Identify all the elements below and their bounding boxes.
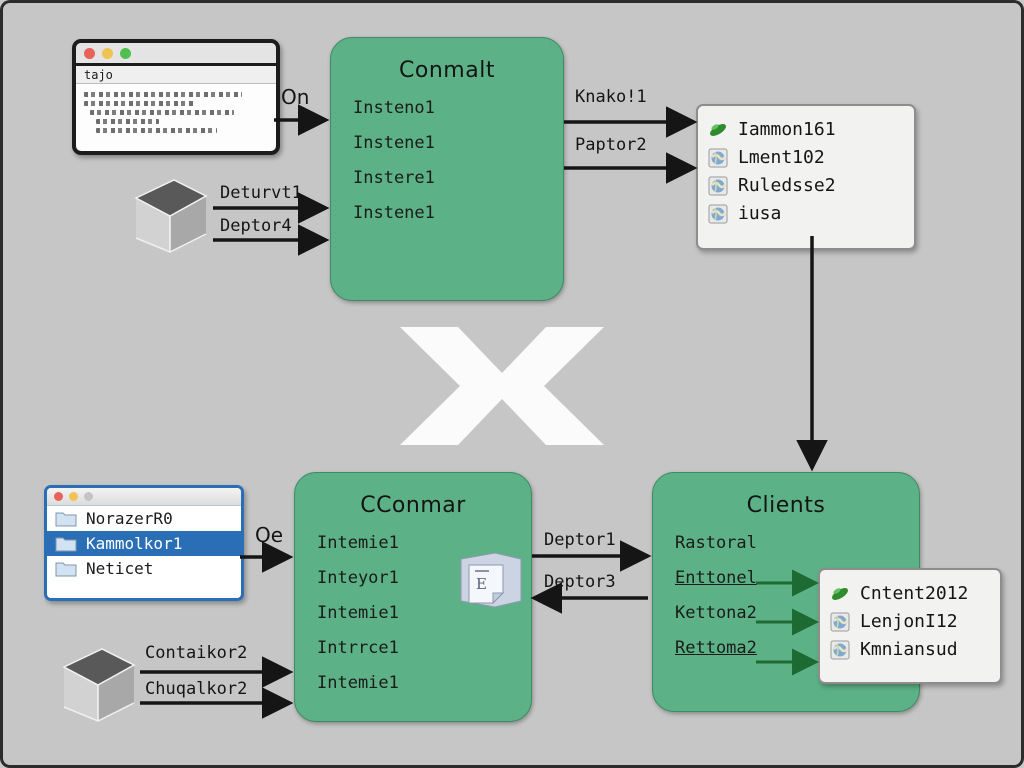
- terminal-tab-title: tajo: [76, 66, 276, 84]
- maximize-button[interactable]: [84, 492, 93, 501]
- globe-icon: [708, 204, 728, 223]
- list-item-label: Iammon161: [738, 119, 836, 140]
- clients-title: Clients: [746, 493, 826, 518]
- terminal-text-line: [84, 101, 195, 106]
- list-item[interactable]: iusa: [708, 203, 904, 224]
- list-item-label: iusa: [738, 203, 782, 224]
- close-button[interactable]: [54, 492, 63, 501]
- folder-icon: [55, 512, 77, 527]
- cube-icon-bottom: [62, 648, 136, 722]
- list-item[interactable]: LenjonI12: [830, 611, 990, 632]
- list-item[interactable]: Iammon161: [708, 119, 904, 140]
- cconmar-item[interactable]: Intemie1: [317, 603, 399, 623]
- pickle-icon: [710, 123, 726, 136]
- folder-icon: [55, 537, 77, 552]
- list-panel-top-right[interactable]: Iammon161 Lment102 Ruledsse2: [696, 104, 916, 250]
- x-watermark-icon: [400, 327, 604, 445]
- pickle-icon: [832, 587, 848, 600]
- file-list-item-selected[interactable]: Kammolkor1: [47, 531, 241, 556]
- connector-label-knako1: Knako!1: [575, 87, 647, 107]
- connector-label-oe: Oe: [255, 523, 284, 547]
- document-icon: E: [460, 552, 522, 608]
- cconmar-title: CConmar: [360, 493, 466, 518]
- cconmar-item[interactable]: Inteyor1: [317, 568, 399, 588]
- list-item[interactable]: Cntent2012: [830, 583, 990, 604]
- terminal-text-line: [96, 119, 159, 124]
- terminal-text-line: [96, 128, 218, 133]
- connector-label-paptor2: Paptor2: [575, 135, 647, 155]
- list-panel-bottom-right[interactable]: Cntent2012 LenjonI12 Kmniansud: [818, 568, 1002, 684]
- list-item-label: Ruledsse2: [738, 175, 836, 196]
- conmalt-title: Conmalt: [399, 58, 495, 83]
- conmalt-item[interactable]: Instene1: [353, 203, 435, 223]
- list-item-label: Cntent2012: [860, 583, 969, 604]
- close-button[interactable]: [84, 47, 95, 59]
- list-item-label: Kmniansud: [860, 639, 958, 660]
- minimize-button[interactable]: [69, 492, 78, 501]
- clients-item[interactable]: Rettoma2: [675, 638, 757, 658]
- minimize-button[interactable]: [102, 47, 113, 59]
- clients-item[interactable]: Kettona2: [675, 603, 757, 623]
- connector-label-contaikor2: Contaikor2: [145, 643, 248, 663]
- cube-icon-top: [134, 179, 208, 253]
- terminal-text-line: [90, 110, 234, 115]
- file-list-item[interactable]: NorazerR0: [47, 506, 241, 531]
- file-window-titlebar: [47, 488, 241, 506]
- process-box-cconmar[interactable]: CConmar Intemie1 Inteyor1 Intemie1 Intrr…: [294, 472, 532, 722]
- list-item-label: Lment102: [738, 147, 825, 168]
- list-item[interactable]: Ruledsse2: [708, 175, 904, 196]
- terminal-text-line: [84, 92, 243, 97]
- file-item-label: NorazerR0: [86, 509, 173, 528]
- conmalt-item[interactable]: Insteno1: [353, 98, 435, 118]
- globe-icon: [830, 612, 850, 631]
- svg-text:E: E: [476, 575, 487, 593]
- folder-icon: [55, 562, 77, 577]
- process-box-conmalt[interactable]: Conmalt Insteno1 Instene1 Instere1 Inste…: [330, 37, 564, 301]
- list-item[interactable]: Kmniansud: [830, 639, 990, 660]
- maximize-button[interactable]: [120, 47, 131, 59]
- cconmar-item[interactable]: Intrrce1: [317, 638, 399, 658]
- file-item-label: Kammolkor1: [86, 534, 183, 553]
- globe-icon: [830, 640, 850, 659]
- connector-label-deptor4: Deptor4: [220, 216, 292, 236]
- file-item-label: Neticet: [86, 559, 154, 578]
- file-list-item[interactable]: Neticet: [47, 556, 241, 581]
- file-browser-window[interactable]: NorazerR0 Kammolkor1 Neticet: [44, 485, 244, 601]
- globe-icon: [708, 176, 728, 195]
- terminal-body: [76, 84, 276, 141]
- connector-label-deturvt1: Deturvt1: [220, 183, 302, 203]
- connector-label-deptor1: Deptor1: [544, 530, 616, 550]
- connector-label-on: On: [281, 85, 310, 109]
- cconmar-item[interactable]: Intemie1: [317, 673, 399, 693]
- clients-item[interactable]: Rastoral: [675, 533, 757, 553]
- list-item-label: LenjonI12: [860, 611, 958, 632]
- connector-label-deptor3: Deptor3: [544, 572, 616, 592]
- conmalt-item[interactable]: Instere1: [353, 168, 435, 188]
- clients-item[interactable]: Enttonel: [675, 568, 757, 588]
- list-item[interactable]: Lment102: [708, 147, 904, 168]
- globe-icon: [708, 148, 728, 167]
- cconmar-item[interactable]: Intemie1: [317, 533, 399, 553]
- terminal-window[interactable]: tajo: [72, 39, 280, 155]
- terminal-titlebar: [76, 43, 276, 66]
- connector-label-chuqalkor2: Chuqalkor2: [145, 679, 248, 699]
- conmalt-item[interactable]: Instene1: [353, 133, 435, 153]
